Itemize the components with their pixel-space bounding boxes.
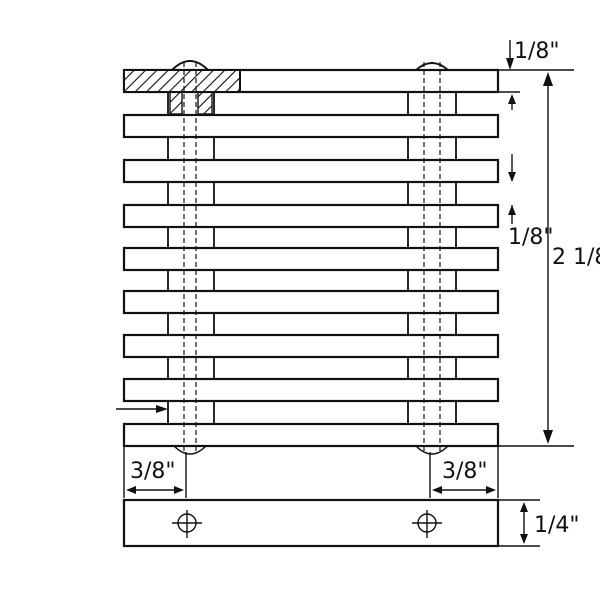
right-offset-arrow-r bbox=[486, 486, 496, 494]
left-spacer-section bbox=[169, 91, 183, 115]
left-offset-arrow-r bbox=[174, 486, 184, 494]
fin-6 bbox=[122, 289, 500, 315]
rivets bbox=[171, 60, 449, 455]
left-pointer-arrow bbox=[156, 405, 168, 413]
dimension-labels: 1/8" 1/8" 2 1/8" 3/8" 3/8" 1/4" bbox=[130, 39, 600, 538]
left-offset-arrow-l bbox=[126, 486, 136, 494]
base-arrow-top bbox=[520, 502, 528, 512]
dim-top-gap: 1/8" bbox=[514, 39, 560, 64]
right-rivet-head-bottom bbox=[415, 445, 449, 455]
dim-overall-height: 2 1/8" bbox=[552, 245, 600, 270]
top-gap-arrow bbox=[506, 58, 514, 70]
fin-4 bbox=[122, 203, 500, 229]
left-rivet-head-top bbox=[171, 60, 209, 71]
right-offset-arrow-l bbox=[432, 486, 442, 494]
spacing-arrow-a bbox=[508, 94, 516, 104]
right-rivet-head-top bbox=[415, 62, 449, 71]
dim-left-offset: 3/8" bbox=[130, 459, 176, 484]
fin-9 bbox=[122, 422, 500, 448]
left-rivet-head-bottom bbox=[173, 445, 207, 455]
fin-8 bbox=[122, 377, 500, 403]
dimension-lines bbox=[116, 40, 574, 547]
overall-arrow-bottom bbox=[543, 430, 553, 444]
dim-base-thickness: 1/4" bbox=[534, 513, 580, 538]
overall-arrow-top bbox=[543, 72, 553, 86]
fin-7 bbox=[122, 333, 500, 359]
fin-1-section bbox=[123, 69, 241, 93]
fin-3 bbox=[122, 158, 500, 184]
fin-5 bbox=[122, 246, 500, 272]
base-plate bbox=[122, 498, 500, 548]
spacing-arrow-b bbox=[508, 172, 516, 182]
fin-2 bbox=[122, 113, 500, 139]
dim-right-offset: 3/8" bbox=[442, 459, 488, 484]
fin-stack bbox=[122, 68, 500, 448]
left-spacer-section-2 bbox=[197, 91, 213, 115]
dim-spacing: 1/8" bbox=[508, 225, 554, 250]
spacing-arrow-c bbox=[508, 205, 516, 215]
base-arrow-bottom bbox=[520, 534, 528, 544]
